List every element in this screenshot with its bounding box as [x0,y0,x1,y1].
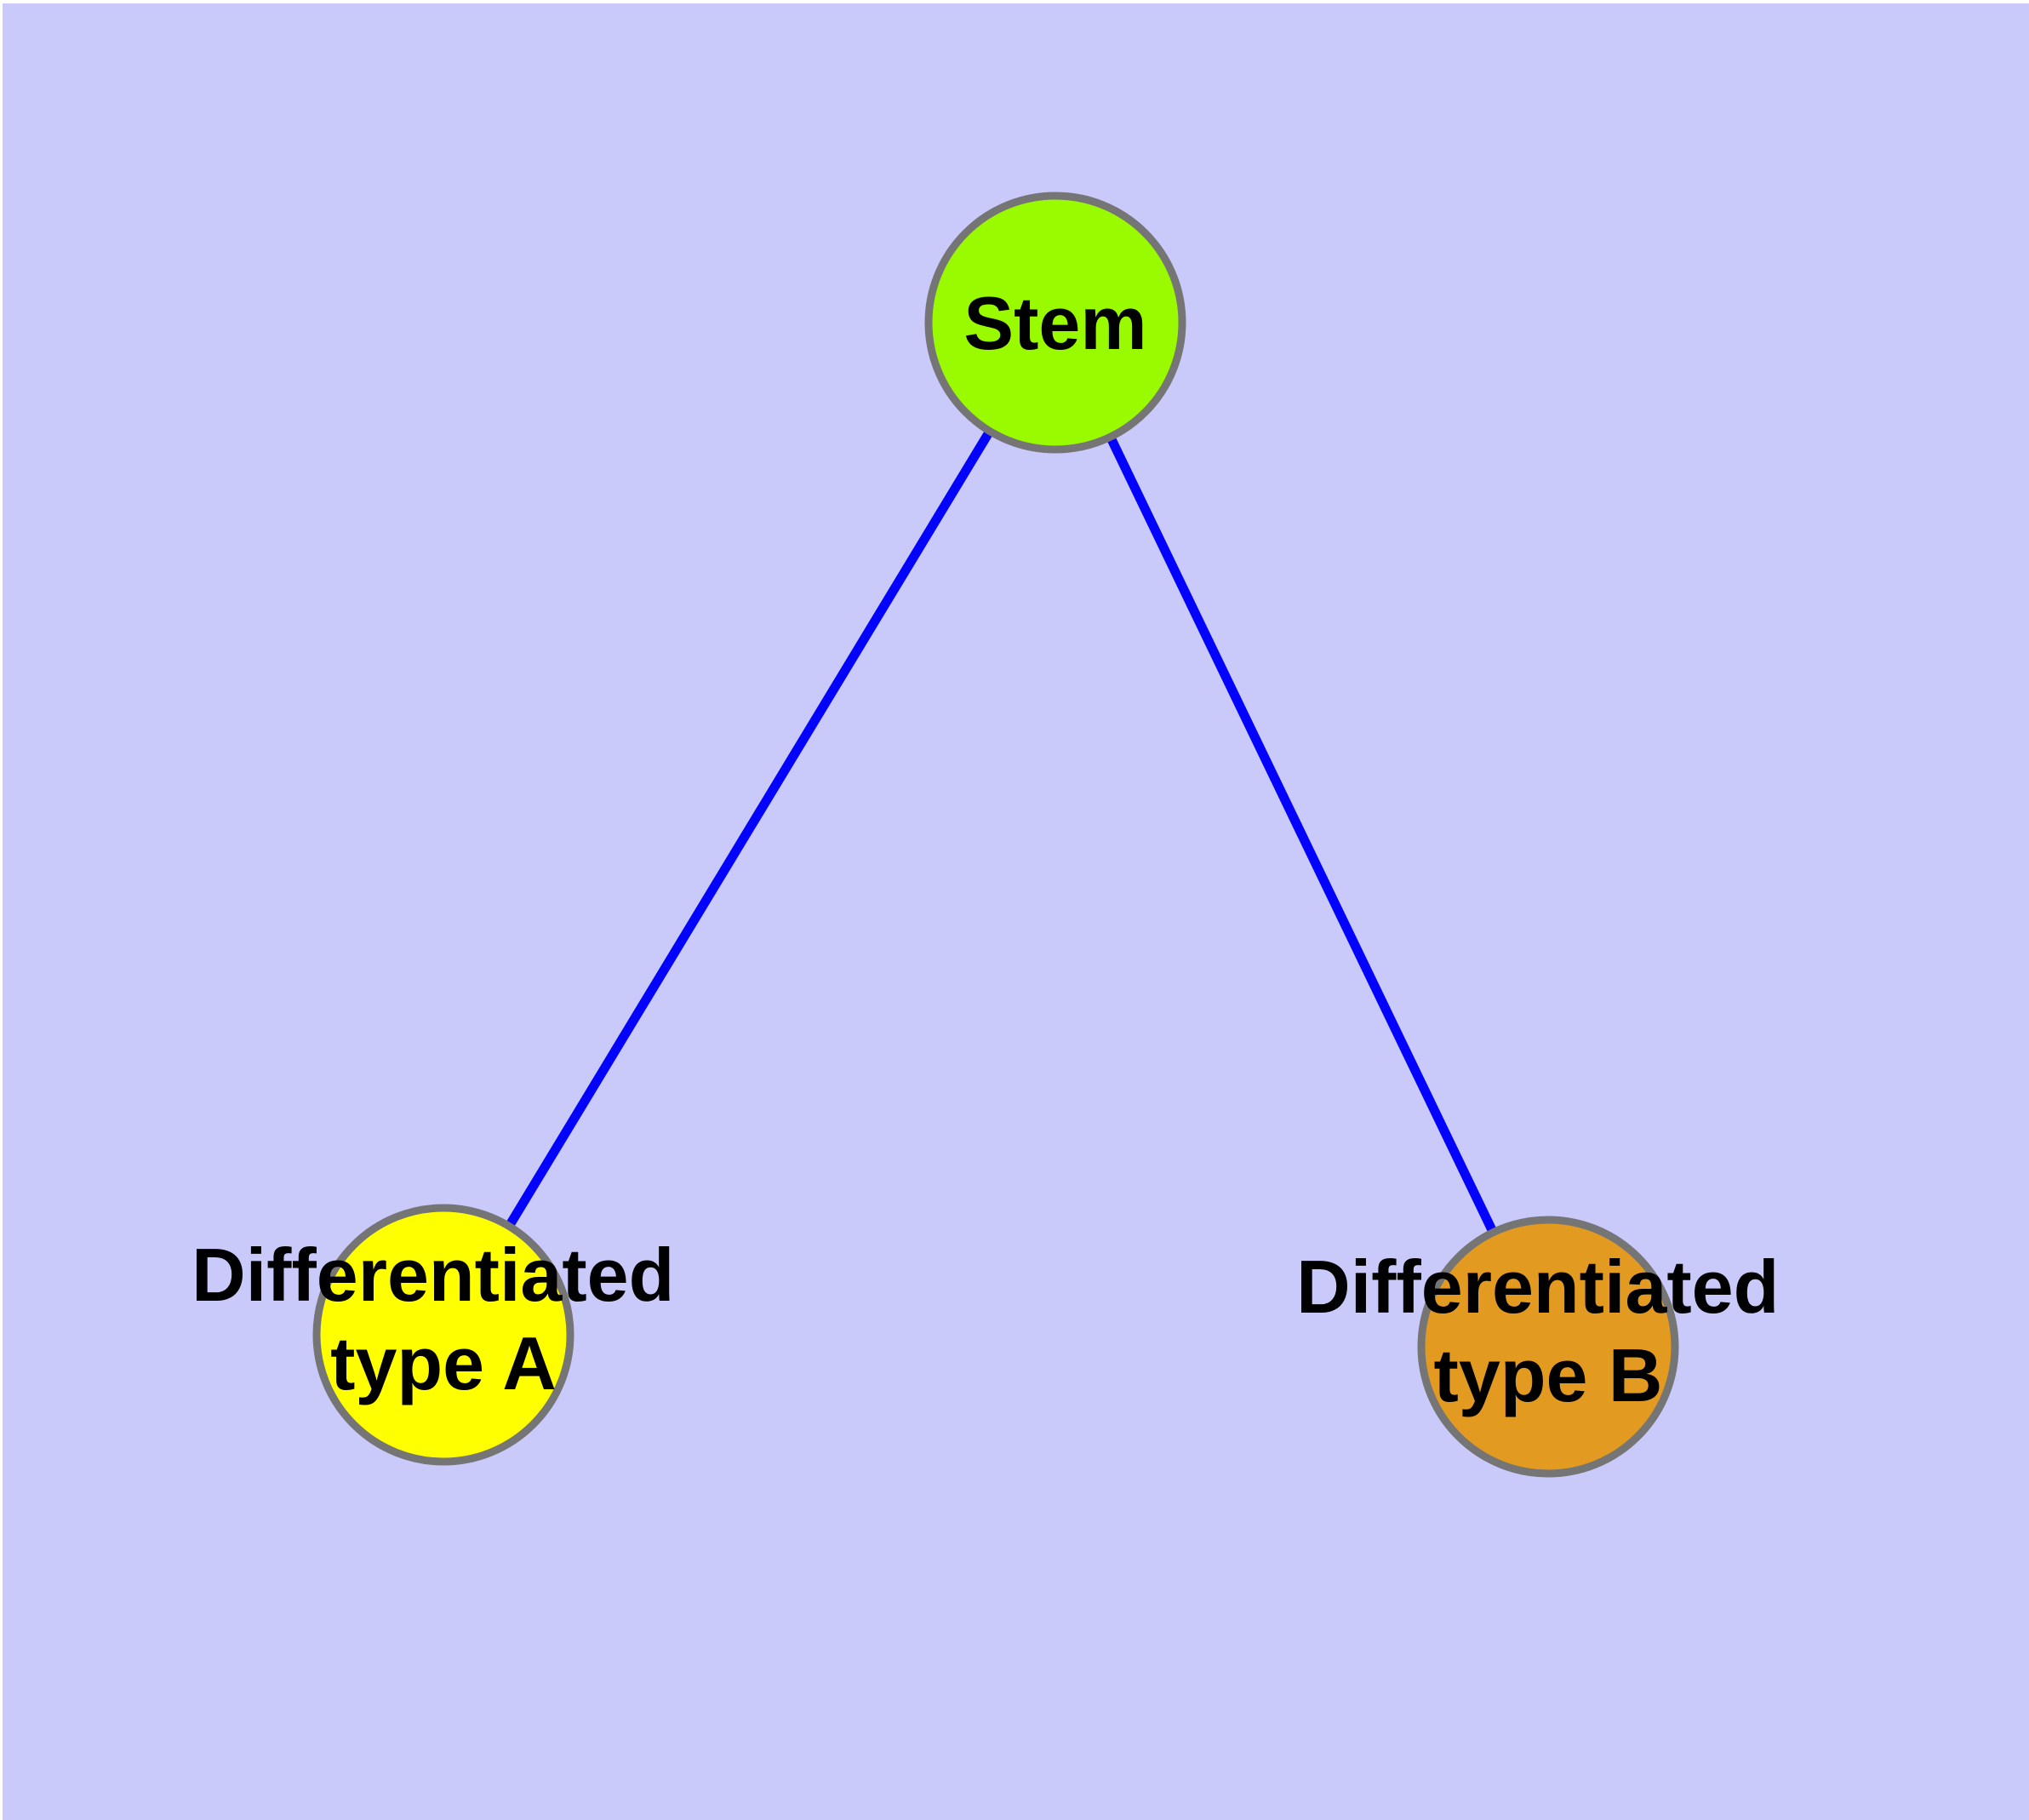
node-label-type-a-line1: Differentiated [191,1233,674,1317]
node-differentiated-type-b [1417,1216,1679,1478]
node-label-stem: Stem [963,281,1146,365]
node-label-differentiated-type-b: Differentiated type B [1296,1245,1800,1417]
node-label-type-b-line1: Differentiated [1296,1245,1779,1329]
node-stem [924,192,1186,454]
node-differentiated-type-a [312,1204,574,1466]
node-label-type-b-line2: type B [1434,1333,1663,1417]
node-label-type-a-line2: type A [330,1321,557,1405]
edge-stem-to-type-b [1051,320,1552,1349]
graph-canvas: Stem Differentiated type A Differentiate… [3,3,2029,1820]
node-label-differentiated-type-a: Differentiated type A [191,1233,695,1405]
edge-stem-to-type-a [439,320,1060,1337]
graph-plot-area: Stem Differentiated type A Differentiate… [3,3,2029,1820]
